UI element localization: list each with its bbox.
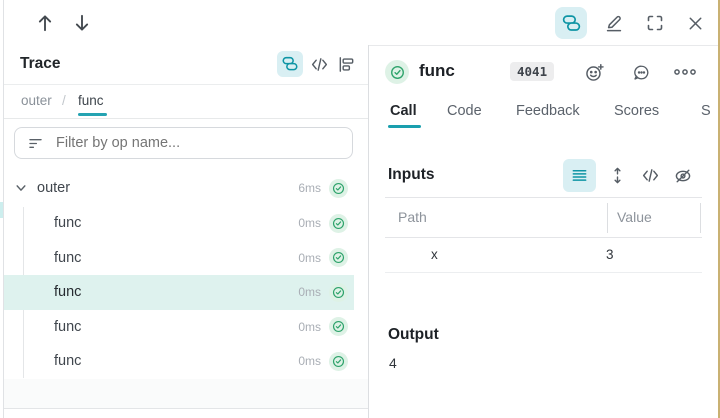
output-value: 4	[389, 355, 397, 371]
tree-row-label: func	[54, 284, 82, 301]
table-header-border	[385, 237, 702, 238]
tab-scores[interactable]: Scores	[614, 103, 660, 119]
filter-icon	[27, 135, 44, 152]
table-border-top	[385, 197, 702, 198]
tree-view-icon	[561, 13, 582, 34]
breadcrumb-parent[interactable]: outer	[21, 93, 52, 108]
tree-row-duration: 0ms	[298, 354, 321, 369]
check-circle-icon	[329, 317, 348, 337]
check-circle-icon	[329, 351, 348, 371]
inputs-expand-button[interactable]	[601, 159, 634, 192]
check-circle-icon	[329, 178, 348, 198]
op-filter[interactable]	[14, 127, 353, 159]
code-view-icon	[641, 166, 660, 185]
inputs-hide-button[interactable]	[666, 159, 699, 192]
table-border-bottom	[385, 272, 702, 273]
tree-row-func[interactable]: func 0ms	[4, 206, 354, 241]
tree-row-func[interactable]: func 0ms	[4, 310, 354, 345]
breadcrumb-separator: /	[62, 93, 66, 108]
comment-icon	[632, 63, 651, 82]
check-circle-icon	[329, 282, 348, 302]
trace-panel-header	[4, 45, 368, 85]
tree-row-outer[interactable]: outer 6ms	[4, 171, 354, 206]
tree-row-label: func	[54, 215, 82, 232]
column-header-path: Path	[398, 209, 427, 225]
add-reaction-icon	[584, 62, 605, 83]
eye-off-icon	[673, 166, 693, 186]
tree-row-label: outer	[37, 180, 71, 197]
window-right-border	[718, 0, 720, 418]
tree-row-label: func	[54, 353, 82, 370]
tree-row-func-selected[interactable]: func 0ms	[4, 275, 354, 310]
edit-button[interactable]	[598, 7, 630, 39]
expand-vertical-icon	[608, 166, 627, 185]
call-id-badge[interactable]: 4041	[510, 62, 555, 81]
next-call-button[interactable]	[71, 12, 93, 34]
trace-panel-title: Trace	[20, 55, 61, 72]
pencil-icon	[604, 13, 624, 33]
op-filter-input[interactable]	[54, 134, 328, 152]
call-title: func	[419, 61, 455, 80]
prev-call-button[interactable]	[34, 12, 56, 34]
tree-row-label: func	[54, 318, 82, 335]
tree-row-duration: 0ms	[298, 216, 321, 231]
inputs-code-view-button[interactable]	[634, 159, 667, 192]
overflow-menu-icon	[673, 66, 697, 78]
check-circle-icon	[329, 248, 348, 268]
add-reaction-button[interactable]	[583, 61, 605, 83]
fullscreen-button[interactable]	[639, 7, 671, 39]
fullscreen-icon	[645, 13, 665, 33]
trace-tree-view-button[interactable]	[277, 51, 303, 77]
chevron-down-icon[interactable]	[14, 181, 28, 195]
close-icon	[686, 14, 705, 33]
breadcrumb-active-underline	[78, 113, 107, 116]
down-arrow-icon	[71, 12, 93, 34]
trace-breadcrumb	[4, 85, 368, 119]
tree-row-func[interactable]: func 0ms	[4, 241, 354, 276]
input-path-cell: x	[431, 247, 438, 262]
window-left-border	[3, 0, 4, 418]
timeline-view-icon	[337, 55, 356, 74]
tab-summary-truncated[interactable]: S	[701, 103, 711, 119]
call-status-success-icon	[385, 60, 409, 84]
comment-button[interactable]	[630, 61, 652, 83]
up-arrow-icon	[34, 12, 56, 34]
column-divider[interactable]	[700, 203, 701, 233]
output-heading: Output	[388, 326, 439, 343]
inputs-list-view-button[interactable]	[563, 159, 596, 192]
list-view-icon	[570, 166, 589, 185]
column-divider[interactable]	[607, 203, 608, 233]
code-view-icon	[310, 55, 329, 74]
column-header-value: Value	[617, 209, 652, 225]
breadcrumb-current[interactable]: func	[78, 93, 104, 108]
overflow-menu-button[interactable]	[672, 61, 698, 83]
trace-timeline-view-button[interactable]	[333, 51, 359, 77]
check-circle-icon	[329, 213, 348, 233]
tree-row-duration: 0ms	[298, 319, 321, 334]
tree-row-duration: 0ms	[298, 250, 321, 265]
tree-empty-area	[4, 379, 368, 409]
input-value-cell: 3	[606, 247, 614, 262]
tree-row-label: func	[54, 249, 82, 266]
top-toolbar	[4, 0, 718, 46]
background-selection-sliver	[0, 202, 3, 218]
tree-row-func[interactable]: func 0ms	[4, 344, 354, 379]
tree-row-duration: 6ms	[298, 181, 321, 196]
active-tab-underline	[388, 125, 421, 128]
tab-code[interactable]: Code	[447, 103, 482, 119]
trace-code-view-button[interactable]	[306, 51, 332, 77]
close-button[interactable]	[679, 7, 711, 39]
tab-feedback[interactable]: Feedback	[516, 103, 580, 119]
panel-resize-divider[interactable]	[368, 45, 369, 418]
tree-view-icon	[281, 55, 299, 73]
trace-tree-toggle-button[interactable]	[555, 7, 587, 39]
tab-call[interactable]: Call	[390, 103, 417, 119]
inputs-heading: Inputs	[388, 166, 435, 183]
tree-row-duration: 0ms	[298, 285, 321, 300]
